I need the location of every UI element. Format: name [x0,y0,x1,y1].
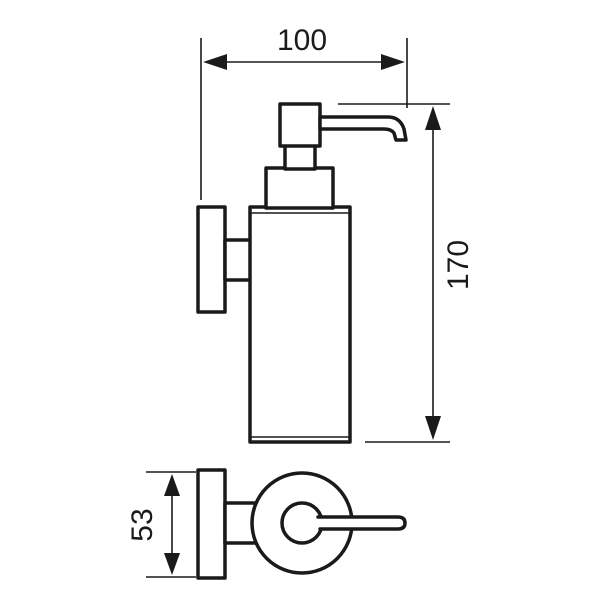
height-dimension: 170 [338,103,475,443]
pump-head [278,102,322,148]
bracket-arm [223,238,254,282]
width-arrow-right [381,54,405,70]
wall-plate [196,205,227,314]
dispenser-body [248,205,352,444]
pump-collar [264,166,335,210]
width-arrow-left [203,54,227,70]
height-arrow-bottom [425,416,441,440]
plan-pump-circle [280,501,324,545]
plan-spout [316,515,407,531]
depth-dimension: 53 [126,471,196,578]
depth-label: 53 [126,508,159,541]
depth-arrow-top [164,474,180,496]
elevation-view [196,102,408,444]
plan-wall-plate [196,468,227,580]
pump-stem [283,143,317,171]
height-arrow-top [425,106,441,130]
pump-spout [318,115,408,142]
plan-view [196,468,407,580]
width-label: 100 [277,24,327,57]
depth-arrow-bottom [164,553,180,575]
width-dimension: 100 [200,24,408,200]
height-label: 170 [442,240,475,290]
